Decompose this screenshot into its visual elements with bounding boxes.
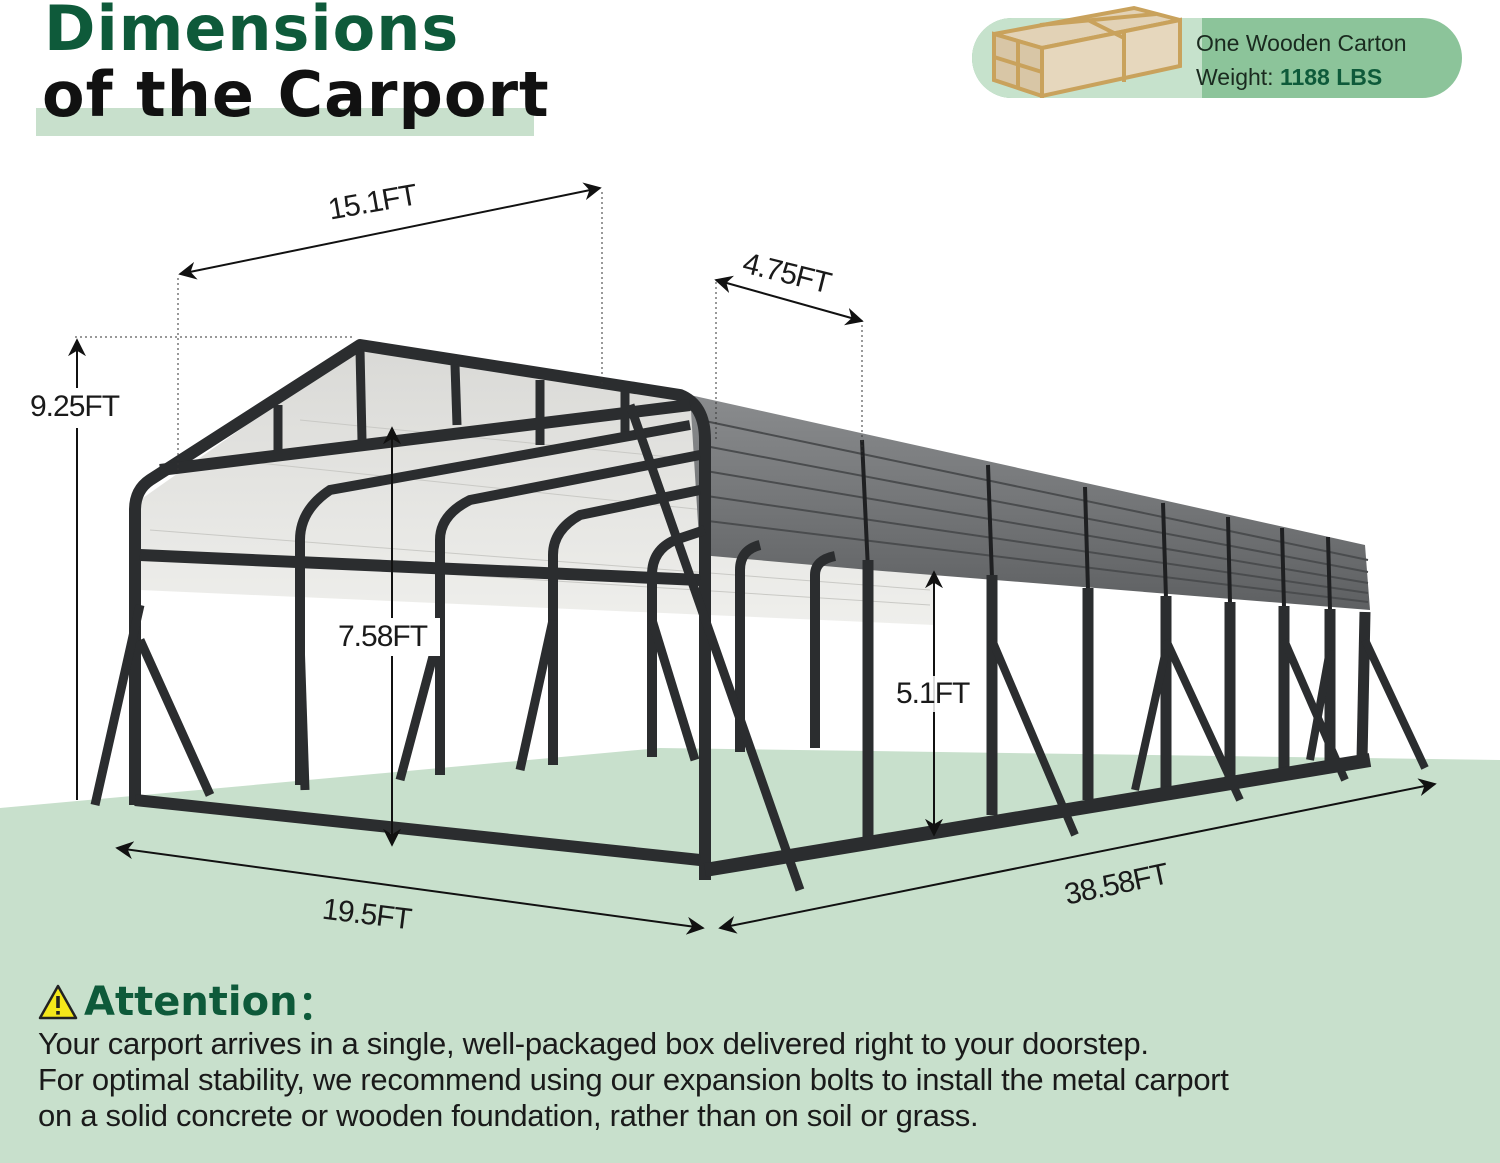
badge-text: One Wooden Carton Weight: 1188 LBS — [1196, 26, 1407, 94]
warning-icon — [38, 984, 78, 1020]
attention-notice: Attention ： Your carport arrives in a si… — [38, 978, 1478, 1134]
title-line-2: of the Carport — [42, 58, 550, 131]
carton-weight-badge: One Wooden Carton Weight: 1188 LBS — [972, 5, 1462, 98]
attention-heading: Attention ： — [38, 978, 1478, 1029]
attention-colon: ： — [297, 983, 338, 1029]
title-highlight-band — [36, 108, 534, 136]
center-clearance-label: 7.58FT — [338, 620, 428, 653]
side-clearance-label: 5.1FT — [896, 677, 970, 710]
wooden-crate-icon — [992, 5, 1182, 98]
title-line-1: Dimensions — [44, 0, 460, 65]
weight-label: Weight: — [1196, 64, 1280, 90]
page-title: Dimensions of the Carport — [36, 0, 549, 140]
attention-title: Attention — [84, 979, 298, 1025]
attention-line-1: Your carport arrives in a single, well-p… — [38, 1026, 1149, 1061]
weight-value: 1188 LBS — [1279, 64, 1383, 90]
attention-line-2: For optimal stability, we recommend usin… — [38, 1062, 1229, 1097]
attention-line-3: on a solid concrete or wooden foundation… — [38, 1098, 979, 1133]
carton-weight-line: Weight: 1188 LBS — [1196, 60, 1407, 94]
peak-height-label: 9.25FT — [30, 390, 120, 423]
carton-count-label: One Wooden Carton — [1196, 30, 1407, 56]
